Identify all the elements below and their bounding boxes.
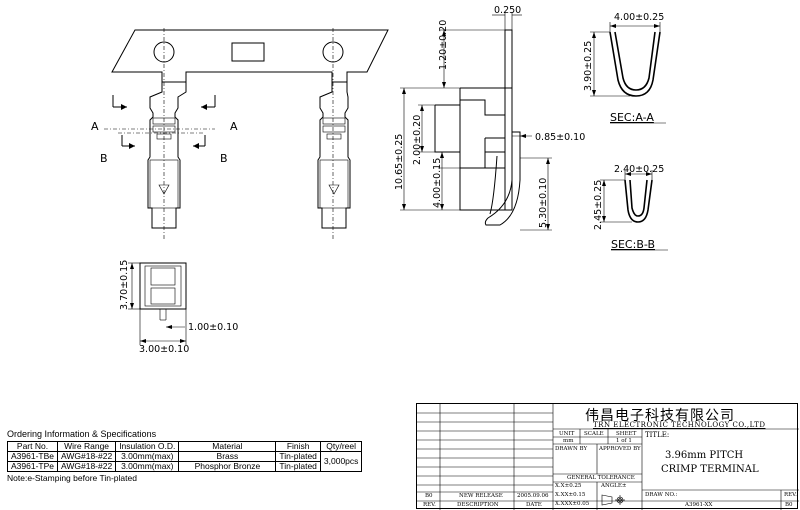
cell-part-no: A3961-TPe (7, 461, 58, 472)
section-b-right-label: B (220, 152, 228, 165)
sec-b-width: 2.40±0.25 (614, 164, 664, 175)
tolerance-1: X.X±0.25 (555, 483, 582, 489)
general-tolerance-label: GENERAL TOLERANCE (567, 475, 635, 481)
col-insulation: Insulation O.D. (115, 441, 180, 452)
dim-top: 1.20±0.20 (438, 20, 449, 70)
tolerance-3: X.XXX±0.05 (555, 501, 590, 507)
cell-material: Phosphor Bronze (178, 461, 277, 472)
rev-value: B0 (785, 502, 793, 508)
approved-by-label: APPROVED BY (599, 446, 641, 452)
drawing-no-label: DRAW NO.: (645, 492, 678, 498)
spec-table: Ordering Information & Specifications Pa… (7, 429, 407, 483)
sec-b-title: SEC:B-B (611, 238, 655, 251)
dim-1-00: 1.00±0.10 (188, 322, 238, 333)
dim-5-30: 5.30±0.10 (538, 178, 549, 228)
front-view: A A B B (91, 28, 389, 240)
dim-total-length: 10.65±0.25 (394, 134, 405, 190)
cell-wire-range: AWG#18-#22 (56, 451, 117, 462)
cell-part-no: A3961-TBe (7, 451, 58, 462)
cell-insulation: 3.00mm(max) (115, 461, 180, 472)
angle-tolerance: ANGLE± (601, 483, 627, 489)
dim-thickness: 0.250 (494, 5, 521, 16)
spec-title: Ordering Information & Specifications (7, 429, 157, 439)
title-block-grid (417, 404, 799, 510)
drawn-by-label: DRAWN BY (555, 446, 588, 452)
col-part-no: Part No. (7, 441, 58, 452)
cell-qty: 3,000pcs (319, 451, 363, 472)
cell-insulation: 3.00mm(max) (115, 451, 180, 462)
dim-2-00: 2.00±0.20 (412, 115, 423, 165)
sec-a-title: SEC:A-A (610, 111, 654, 124)
sec-a-width: 4.00±0.25 (614, 12, 664, 23)
cell-finish: Tin-plated (275, 451, 321, 462)
col-finish: Finish (275, 441, 321, 452)
spec-grid: Part No. Wire Range Insulation O.D. Mate… (7, 441, 363, 472)
date-header: DATE (526, 502, 542, 508)
company-name-cn: 伟昌电子科技有限公司 (585, 408, 735, 424)
table-row: A3961-TPe AWG#18-#22 3.00mm(max) Phospho… (7, 461, 362, 472)
unit-value: mm (563, 438, 574, 444)
section-a-right-label: A (230, 120, 238, 133)
product-title-line-1: 3.96mm PITCH (665, 450, 744, 461)
sec-b-height: 2.45±0.25 (593, 180, 604, 230)
rev-row-rev: B0 (425, 493, 433, 499)
sheet-label: SHEET (616, 431, 637, 437)
rev-row-description: NEW RELEASE (459, 493, 503, 499)
section-a-a: 4.00±0.25 3.90±0.25 SEC:A-A (583, 12, 666, 124)
section-a-left-label: A (91, 120, 99, 133)
col-material: Material (178, 441, 277, 452)
description-header: DESCRIPTION (457, 502, 499, 508)
cell-finish: Tin-plated (275, 461, 321, 472)
dim-0-85: 0.85±0.10 (535, 132, 585, 143)
company-name-en: TRN ELECTRONIC TECHNOLOGY CO.,LTD (593, 421, 766, 429)
cell-wire-range: AWG#18-#22 (56, 461, 117, 472)
section-b-b: 2.40±0.25 2.45±0.25 SEC:B-B (593, 164, 668, 251)
unit-label: UNIT (559, 431, 575, 437)
title-block: 伟昌电子科技有限公司 TRN ELECTRONIC TECHNOLOGY CO.… (416, 403, 799, 510)
spec-header-row: Part No. Wire Range Insulation O.D. Mate… (7, 441, 363, 452)
rev-header: REV. (423, 502, 436, 508)
tolerance-2: X.XX±0.15 (555, 492, 586, 498)
col-wire-range: Wire Range (56, 441, 117, 452)
sec-a-height: 3.90±0.25 (583, 41, 594, 91)
projection-symbol-icon (601, 494, 625, 506)
sheet-value: 1 of 1 (616, 438, 632, 444)
side-view: 0.250 1.20±0.20 10.65±0.25 2.00±0.20 4. (394, 5, 585, 231)
spec-note: Note:e-Stamping before Tin-plated (7, 473, 137, 483)
dim-3-70: 3.70±0.15 (119, 260, 130, 310)
rev-row-date: 2005.09.06 (517, 493, 549, 499)
drawing-no: A3961-XX (685, 502, 713, 508)
title-label: TITLE: (645, 431, 670, 439)
table-row: A3961-TBe AWG#18-#22 3.00mm(max) Brass T… (7, 451, 363, 472)
rev-label: REV. (784, 492, 797, 498)
dim-3-00: 3.00±0.10 (139, 344, 189, 355)
cell-material: Brass (178, 451, 277, 462)
scale-label: SCALE (584, 431, 604, 437)
dim-4-00: 4.00±0.15 (432, 158, 443, 208)
section-b-left-label: B (100, 152, 108, 165)
bottom-view: 3.70±0.15 1.00±0.10 3.00±0.10 (119, 260, 238, 355)
col-qty: Qty/reel (319, 441, 363, 452)
product-title-line-2: CRIMP TERMINAL (661, 464, 759, 475)
